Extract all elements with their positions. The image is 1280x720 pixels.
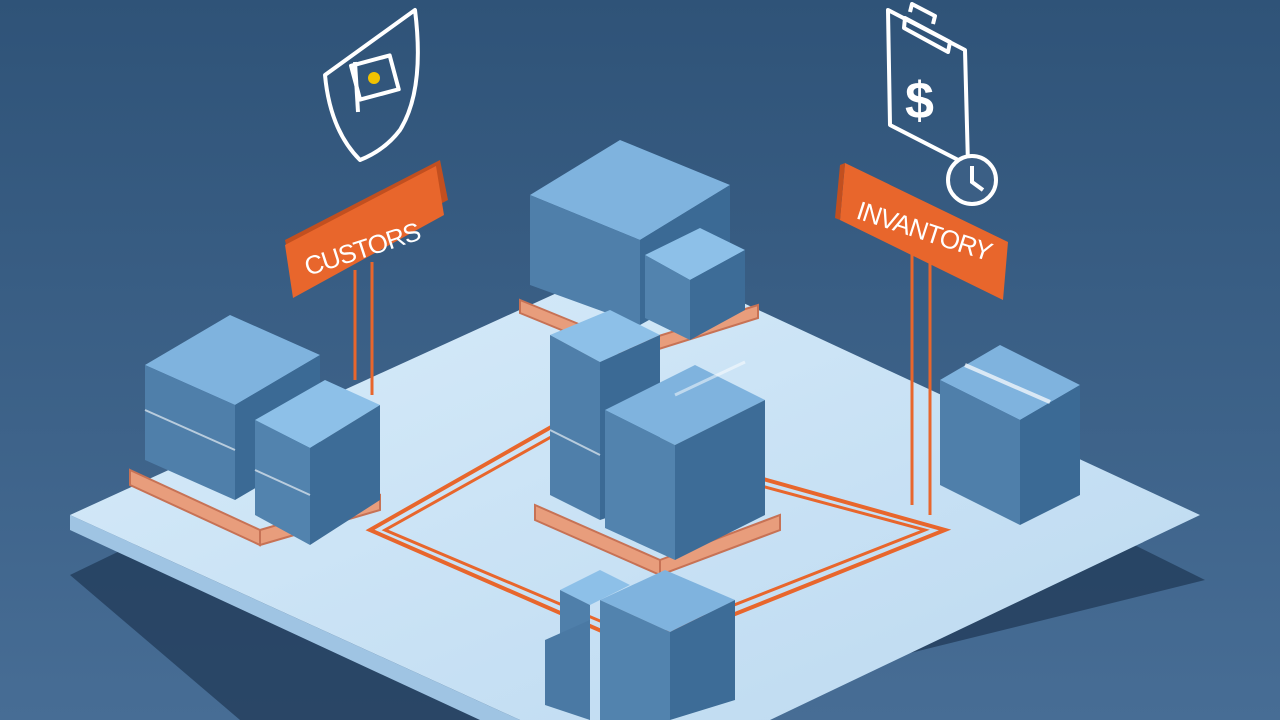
customs-sign-posts [353,262,374,395]
box-stack-front [545,570,735,720]
clock-icon [946,154,998,206]
svg-text:$: $ [905,72,934,130]
platform-edge [70,515,520,720]
box-stack-back [530,140,745,340]
inventory-sign-posts [910,250,932,515]
route-loop [365,419,952,653]
customs-sign: CUSTORS [285,160,448,298]
box-right [940,345,1080,525]
shield-flag-icon [323,8,420,162]
box-stack-center [549,310,765,560]
box-stack-left [144,315,380,545]
